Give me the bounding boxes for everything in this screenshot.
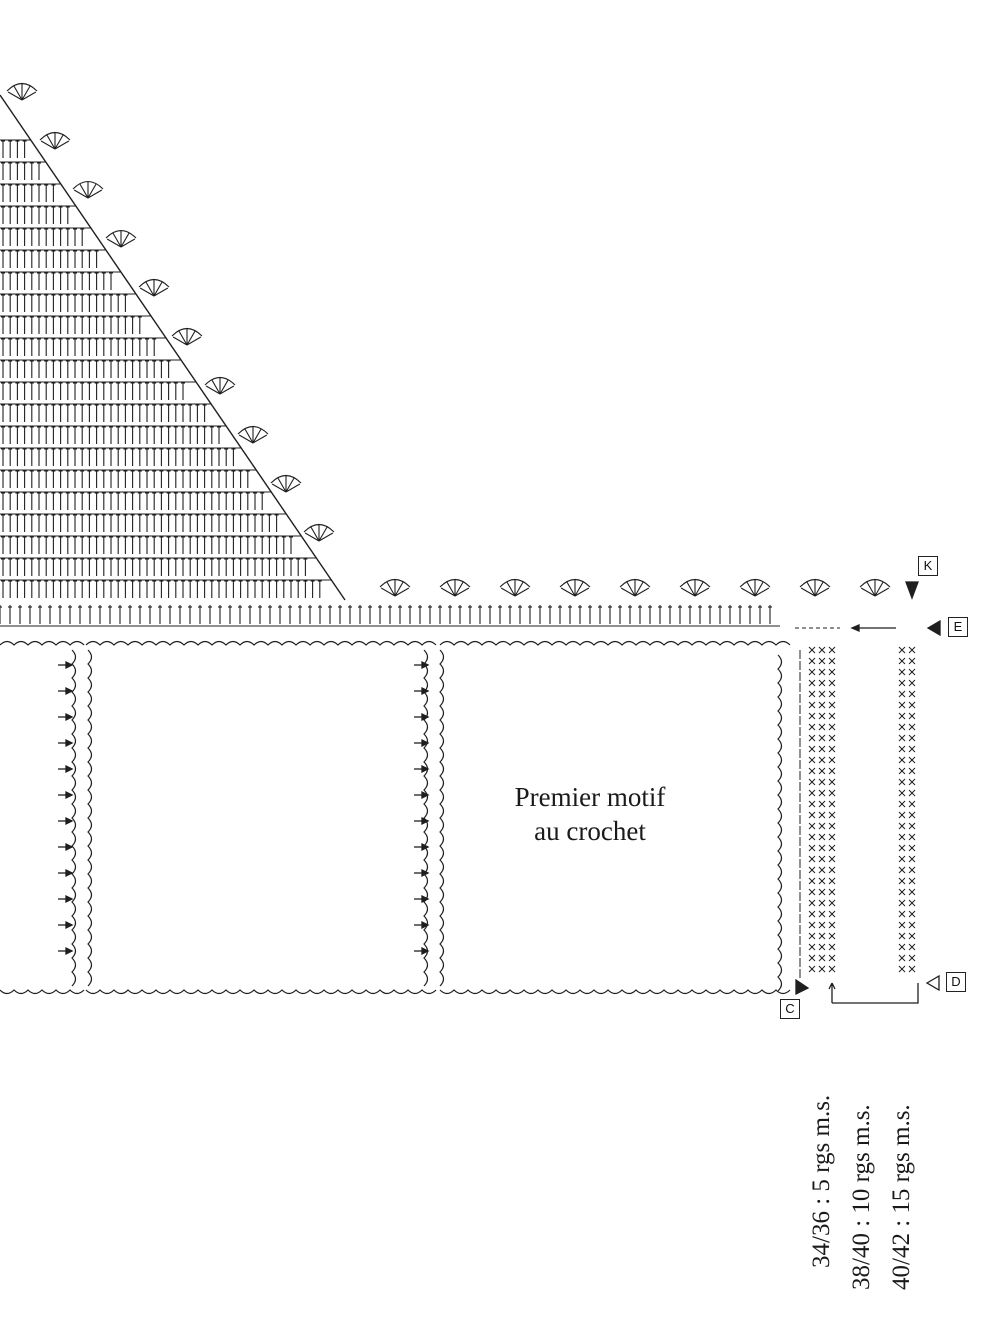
marker-e: E [948, 617, 968, 637]
size-note-40-42: 40/42 : 15 rgs m.s. [888, 1104, 915, 1290]
direction-arrows [58, 581, 941, 1004]
size-note-34-36: 34/36 : 5 rgs m.s. [808, 1094, 835, 1268]
marker-d: D [946, 972, 966, 992]
motif-label-line1: Premier motif [514, 782, 666, 812]
size-note-38-40: 38/40 : 10 rgs m.s. [848, 1104, 875, 1290]
triangle-stitch-field [0, 94, 346, 601]
base-stitch-row [0, 605, 780, 627]
marker-k: K [918, 556, 938, 576]
side-band-columns [795, 627, 916, 978]
motif-label: Premier motif au crochet [470, 780, 710, 848]
motif-label-line2: au crochet [534, 816, 646, 846]
fan-edging [6, 82, 891, 597]
marker-c: C [780, 999, 800, 1019]
motif-squares [0, 640, 791, 995]
